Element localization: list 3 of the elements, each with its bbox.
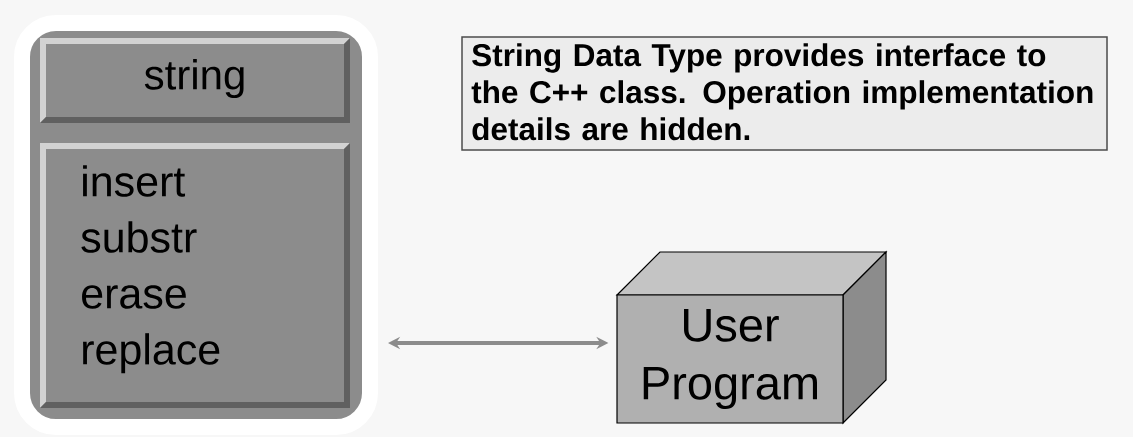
operations-box: insert substr erase replace [40,143,350,408]
header-box: string [40,38,350,123]
note-box: String Data Type provides interface to the C++ class. Operation implementation details are hidden. [461,36,1108,151]
